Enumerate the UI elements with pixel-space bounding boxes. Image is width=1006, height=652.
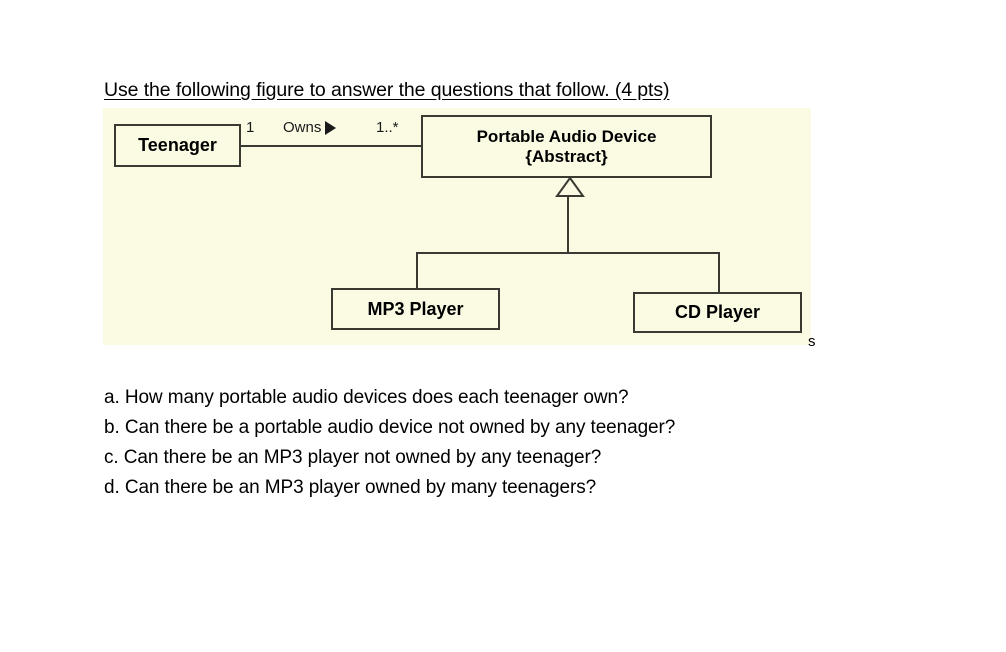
stray-character: s [808, 333, 816, 350]
questions-list: a. How many portable audio devices does … [104, 383, 864, 503]
class-stereotype-abstract: {Abstract} [525, 146, 608, 166]
association-source-multiplicity: 1 [246, 119, 255, 136]
question-item-b: b. Can there be a portable audio device … [104, 417, 676, 438]
page-title: Use the following figure to answer the q… [104, 79, 670, 101]
question-item-a: a. How many portable audio devices does … [104, 387, 629, 408]
question-item-d: d. Can there be an MP3 player owned by m… [104, 477, 597, 498]
generalization-triangle-icon [555, 177, 585, 197]
generalization-horizontal-line [416, 252, 720, 254]
generalization-stem-line [567, 196, 569, 253]
generalization-branch-left [416, 252, 418, 289]
class-name-portable-audio-device: Portable Audio Device [476, 126, 657, 146]
class-box-mp3-player: MP3 Player [331, 288, 500, 330]
association-label-group: Owns [283, 119, 337, 136]
generalization-branch-right [718, 252, 720, 293]
association-line [241, 145, 422, 147]
class-box-teenager: Teenager [114, 124, 241, 167]
question-item-c: c. Can there be an MP3 player not owned … [104, 447, 602, 468]
class-box-cd-player: CD Player [633, 292, 802, 333]
class-name-mp3-player: MP3 Player [367, 298, 464, 319]
class-box-portable-audio-device: Portable Audio Device {Abstract} [421, 115, 712, 178]
association-target-multiplicity: 1..* [376, 119, 399, 136]
association-label: Owns [283, 119, 322, 136]
association-direction-arrow-icon [325, 120, 337, 135]
uml-class-diagram: Teenager 1 Owns 1..* Portable Audio Devi… [103, 108, 811, 345]
class-name-cd-player: CD Player [674, 302, 761, 323]
class-name-teenager: Teenager [138, 135, 217, 156]
